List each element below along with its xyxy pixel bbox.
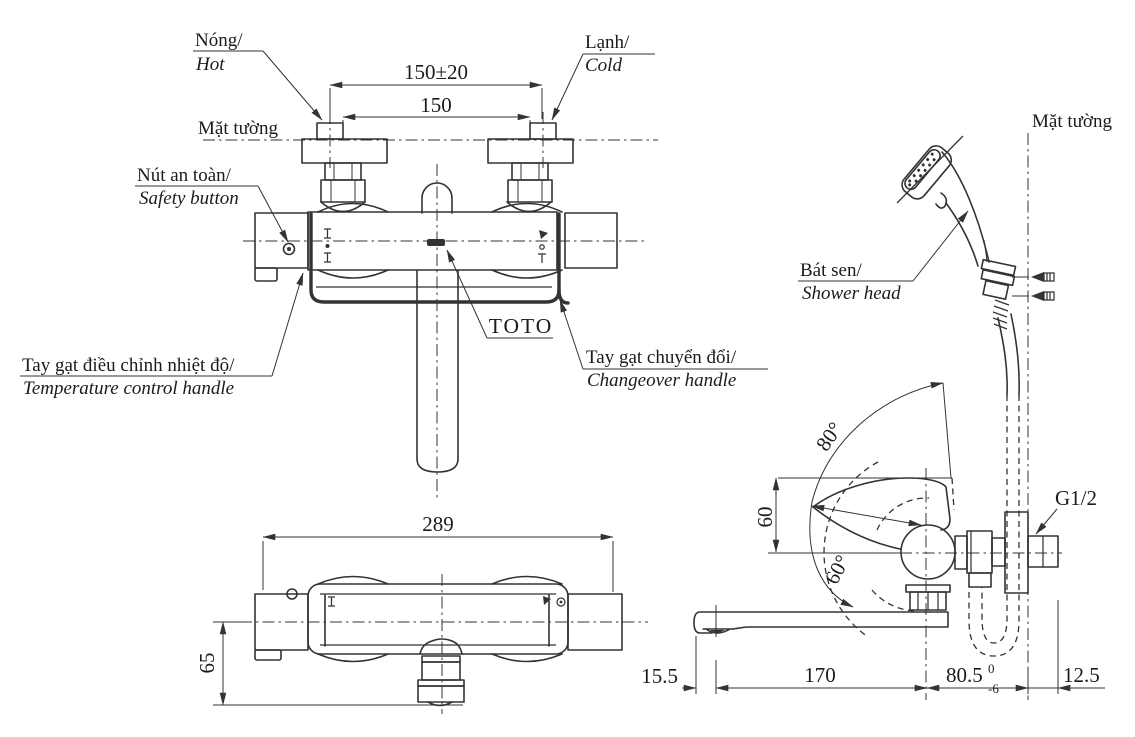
- top-pipe-dome: [421, 182, 453, 214]
- svg-text:Changeover handle: Changeover handle: [587, 370, 736, 391]
- thread-leader-line: [1035, 508, 1058, 535]
- hot-inlet-connector: [301, 112, 388, 213]
- wall-screws: [1012, 272, 1055, 301]
- svg-text:Nóng/: Nóng/: [195, 30, 243, 51]
- swing-arc: [809, 382, 944, 608]
- handle-knob-arcs: [317, 202, 563, 279]
- brand-label: TOTO: [446, 249, 554, 339]
- svg-text:Temperature control handle: Temperature control handle: [23, 378, 234, 399]
- shower-head-label: Bát sen/ Shower head: [798, 210, 969, 304]
- shower-leader-line: [912, 210, 969, 282]
- dim-swing-up: 80°: [811, 417, 848, 455]
- hot-leader-line: [262, 50, 323, 121]
- dimension-body-width: 289: [262, 512, 614, 592]
- dimension-axis-to-spout: 65: [195, 621, 463, 706]
- side-view: Mặt tường: [641, 111, 1112, 700]
- svg-text:Bát sen/: Bát sen/: [800, 260, 862, 281]
- valve-body-front: [243, 164, 648, 500]
- hose-spring-guard: [992, 299, 1010, 330]
- changeover-leader-line: [559, 299, 584, 370]
- dim-tol-upper: 0: [988, 661, 995, 676]
- hose-connector: [980, 258, 1017, 300]
- lever-axis-line: [811, 504, 922, 527]
- temperature-leader-line: [271, 272, 304, 377]
- safety-button-bottom: [286, 588, 298, 600]
- swing-annotations: 80° 60° 60: [753, 382, 952, 608]
- knob-arcs-bottom: [317, 575, 563, 663]
- dim-wall-thickness: 12.5: [1063, 663, 1100, 687]
- safety-button-label: Nút an toàn/ Safety button: [135, 165, 289, 243]
- head-face-line: [896, 135, 964, 204]
- svg-text:Nút an toàn/: Nút an toàn/: [137, 165, 232, 186]
- temperature-scale-marks: [324, 228, 331, 263]
- brand-leader-line: [446, 249, 488, 339]
- thread-label: G1/2: [1035, 486, 1097, 535]
- svg-text:Cold: Cold: [585, 55, 622, 76]
- cold-leader-line: [551, 53, 584, 121]
- dim-pitch-tol: 150±20: [404, 60, 468, 84]
- svg-text:Hot: Hot: [195, 54, 225, 75]
- changeover-handle-label: Tay gạt chuyển đổi/ Changeover handle: [559, 299, 768, 391]
- dim-axis-spout: 65: [195, 653, 219, 674]
- dim-spout-reach: 170: [804, 663, 836, 687]
- svg-text:Safety button: Safety button: [139, 188, 239, 209]
- scale-marks-bottom: [328, 596, 566, 607]
- safety-button: [282, 242, 296, 256]
- svg-text:G1/2: G1/2: [1055, 486, 1097, 510]
- shower-handle: [941, 151, 990, 267]
- wall-label-left: Mặt tường: [198, 118, 278, 139]
- temperature-handle-label: Tay gạt điều chỉnh nhiệt độ/ Temperature…: [20, 272, 304, 399]
- head-clip: [935, 192, 948, 209]
- svg-text:Lạnh/: Lạnh/: [585, 32, 630, 53]
- dimension-pitch: 150: [342, 93, 531, 137]
- dim-tol-lower: -6: [988, 681, 999, 696]
- changeover-marks: [538, 230, 548, 263]
- lever-handle-side: [812, 477, 951, 550]
- spout-outlet-tip: [710, 630, 725, 633]
- brand-logo-mark: [427, 239, 445, 246]
- dim-pitch: 150: [420, 93, 452, 117]
- dimension-pitch-tolerance: 150±20: [329, 60, 543, 119]
- spout-arm-side: [693, 611, 949, 634]
- svg-text:Tay gạt chuyển đổi/: Tay gạt chuyển đổi/: [586, 347, 737, 368]
- wall-label-right: Mặt tường: [1032, 111, 1112, 132]
- swing-envelope-phantom: [823, 461, 879, 638]
- hose-nipple: [968, 572, 992, 588]
- dim-spout-tip: 15.5: [641, 664, 678, 688]
- side-bottom-dimensions: 15.5 170 80.5 0 -6 12.5: [641, 600, 1105, 696]
- faucet-body-side: [693, 461, 1062, 700]
- svg-text:TOTO: TOTO: [489, 314, 554, 338]
- hot-label: Nóng/ Hot: [193, 30, 323, 121]
- front-view: Mặt tường 150±20: [20, 30, 768, 500]
- svg-text:Tay gạt điều chỉnh nhiệt độ/: Tay gạt điều chỉnh nhiệt độ/: [22, 355, 235, 376]
- outlet-connector-bottom: [417, 638, 465, 707]
- shower-head: [896, 135, 1020, 657]
- handle-ball: [900, 524, 956, 580]
- bottom-front-view: 289 65: [195, 512, 648, 714]
- svg-text:Shower head: Shower head: [802, 283, 901, 304]
- cold-label: Lạnh/ Cold: [551, 32, 655, 121]
- hose-hidden-loop: [968, 395, 1020, 657]
- dim-body-width: 289: [422, 512, 454, 536]
- dim-wall-to-axis: 80.5: [946, 663, 983, 687]
- temperature-handle-bar: [309, 212, 561, 304]
- dim-lever-height: 60: [753, 507, 777, 528]
- hose-solid: [997, 313, 1020, 396]
- safety-leader-line: [257, 185, 289, 243]
